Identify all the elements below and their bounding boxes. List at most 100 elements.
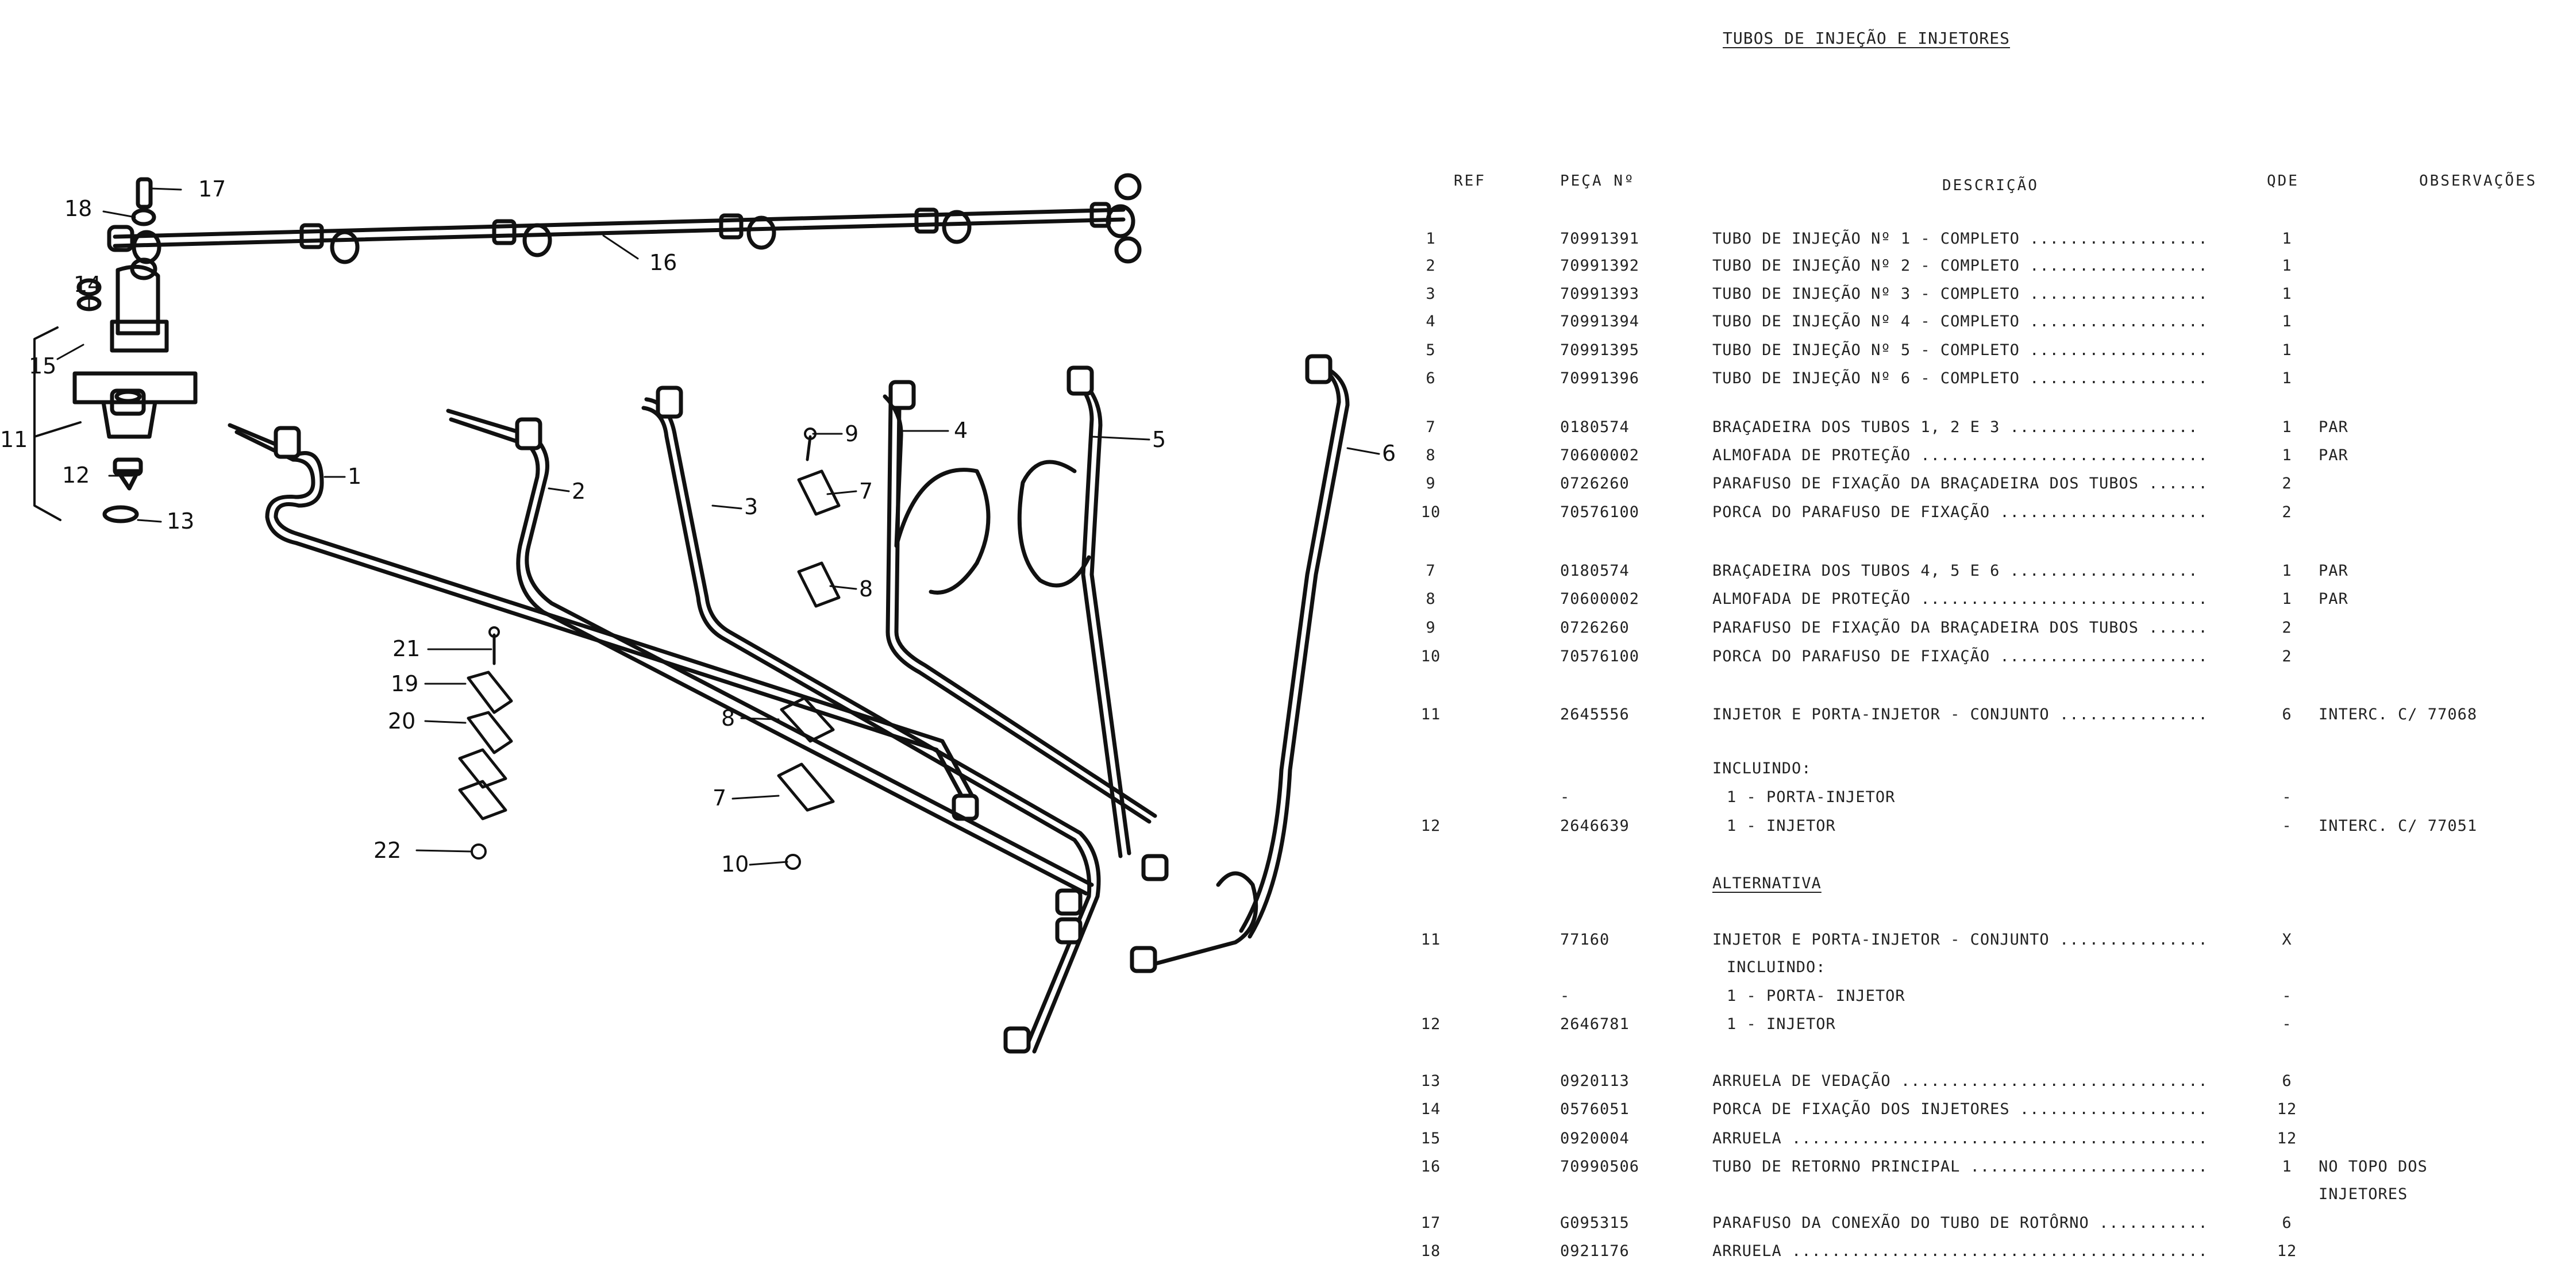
table-row: INCLUINDO:: [1408, 760, 2576, 783]
callout-6: 6: [1382, 441, 1396, 466]
part-number-cell: 70991392: [1560, 257, 1640, 275]
ref-cell: 8: [1426, 590, 1436, 608]
callout-1: 1: [348, 464, 361, 489]
callout-7b: 7: [713, 785, 726, 811]
injection-pipe-4: [883, 380, 1157, 824]
table-row: INJETORES: [1408, 1185, 2576, 1208]
description-cell: PORCA DO PARAFUSO DE FIXAÇÃO ...........…: [1712, 503, 2208, 521]
part-number-cell: 0726260: [1560, 475, 1630, 492]
part-number-cell: 77160: [1560, 931, 1610, 949]
ref-cell: 17: [1420, 1214, 1441, 1232]
notes-cell: INJETORES: [2319, 1185, 2408, 1203]
injection-pipe-5: [1017, 365, 1131, 858]
description-cell: TUBO DE INJEÇÃO Nº 3 - COMPLETO ........…: [1712, 285, 2208, 303]
description-cell: TUBO DE INJEÇÃO Nº 6 - COMPLETO ........…: [1712, 369, 2208, 387]
table-row: -1 - PORTA- INJETOR-: [1408, 987, 2576, 1010]
quantity-cell: 1: [2282, 313, 2292, 330]
part-number-cell: 70991395: [1560, 341, 1640, 359]
description-cell: PARAFUSO DE FIXAÇÃO DA BRAÇADEIRA DOS TU…: [1712, 475, 2208, 492]
quantity-cell: -: [2282, 788, 2292, 806]
callout-21: 21: [392, 636, 420, 661]
callout-11: 11: [0, 427, 28, 452]
quantity-cell: 1: [2282, 418, 2292, 436]
header-qty: QDE: [2267, 172, 2299, 190]
table-row: 13 0920113 ARRUELA DE VEDAÇÃO ............…: [1408, 1072, 2576, 1095]
injection-pipe-3: [641, 386, 1101, 1054]
injection-pipe-1: [228, 423, 979, 821]
callout-10: 10: [721, 852, 749, 877]
description-cell: 1 - INJETOR: [1727, 817, 1836, 835]
description-cell: ARRUELA DE VEDAÇÃO .....................…: [1712, 1072, 2208, 1090]
description-cell: PARAFUSO DA CONEXÃO DO TUBO DE ROTÔRNO .…: [1712, 1214, 2208, 1232]
return-pipe-16: [107, 173, 1142, 280]
quantity-cell: 2: [2282, 619, 2292, 637]
quantity-cell: 6: [2282, 706, 2292, 723]
part-number-cell: 0920113: [1560, 1072, 1630, 1090]
description-cell: INCLUINDO:: [1727, 958, 1826, 976]
description-cell: INCLUINDO:: [1712, 760, 1812, 777]
table-row: -1 - PORTA-INJETOR-: [1408, 788, 2576, 811]
callout-5: 5: [1152, 427, 1166, 452]
notes-cell: PAR: [2319, 418, 2348, 436]
part-number-cell: 70990506: [1560, 1158, 1640, 1176]
ref-cell: 8: [1426, 446, 1436, 464]
part-number-cell: 70991396: [1560, 369, 1640, 387]
quantity-cell: 1: [2282, 562, 2292, 580]
description-cell: 1 - INJETOR: [1727, 1015, 1836, 1033]
quantity-cell: 2: [2282, 475, 2292, 492]
description-cell: PORCA DO PARAFUSO DE FIXAÇÃO ...........…: [1712, 648, 2208, 665]
callout-22: 22: [373, 838, 401, 863]
callout-15: 15: [29, 353, 56, 379]
quantity-cell: 1: [2282, 1158, 2292, 1176]
part-number-cell: 0921176: [1560, 1242, 1630, 1260]
part-number-cell: 70576100: [1560, 648, 1640, 665]
ref-cell: 13: [1420, 1072, 1441, 1090]
ref-cell: 16: [1420, 1158, 1441, 1176]
callout-8: 8: [859, 576, 873, 602]
quantity-cell: -: [2282, 817, 2292, 835]
part-number-cell: 70991393: [1560, 285, 1640, 303]
description-cell: ALTERNATIVA: [1712, 874, 1822, 892]
ref-cell: 10: [1420, 503, 1441, 521]
callout-12: 12: [62, 463, 90, 488]
table-row: ALTERNATIVA: [1408, 874, 2576, 897]
part-number-cell: 70991394: [1560, 313, 1640, 330]
diagram-svg: 17 18 16 14 15 11 12 13 1 2 3 4 5 6 9 7 …: [0, 173, 1396, 1054]
quantity-cell: 12: [2277, 1242, 2297, 1260]
description-cell: 1 - PORTA- INJETOR: [1727, 987, 1905, 1005]
callout-17: 17: [198, 176, 226, 202]
notes-cell: PAR: [2319, 446, 2348, 464]
part-number-cell: 0920004: [1560, 1130, 1630, 1147]
callout-2: 2: [572, 479, 586, 504]
callout-7: 7: [859, 479, 873, 504]
callout-9: 9: [845, 421, 858, 446]
callout-13: 13: [167, 508, 194, 534]
quantity-cell: 1: [2282, 257, 2292, 275]
part-number-cell: -: [1560, 987, 1570, 1005]
part-number-cell: 70600002: [1560, 446, 1640, 464]
description-cell: 1 - PORTA-INJETOR: [1727, 788, 1896, 806]
part-number-cell: 0576051: [1560, 1100, 1630, 1118]
callout-18: 18: [64, 196, 92, 221]
header-ref: REF: [1454, 172, 1486, 190]
header-description: DESCRIÇÃO: [1942, 177, 2039, 194]
bolt-17: [131, 177, 156, 226]
ref-cell: 7: [1426, 418, 1436, 436]
ref-cell: 15: [1420, 1130, 1441, 1147]
notes-cell: INTERC. C/ 77068: [2319, 706, 2478, 723]
description-cell: TUBO DE INJEÇÃO Nº 1 - COMPLETO ........…: [1712, 230, 2208, 248]
description-cell: TUBO DE INJEÇÃO Nº 4 - COMPLETO ........…: [1712, 313, 2208, 330]
description-cell: TUBO DE INJEÇÃO Nº 5 - COMPLETO ........…: [1712, 341, 2208, 359]
description-cell: BRAÇADEIRA DOS TUBOS 4, 5 E 6 ..........…: [1712, 562, 2198, 580]
